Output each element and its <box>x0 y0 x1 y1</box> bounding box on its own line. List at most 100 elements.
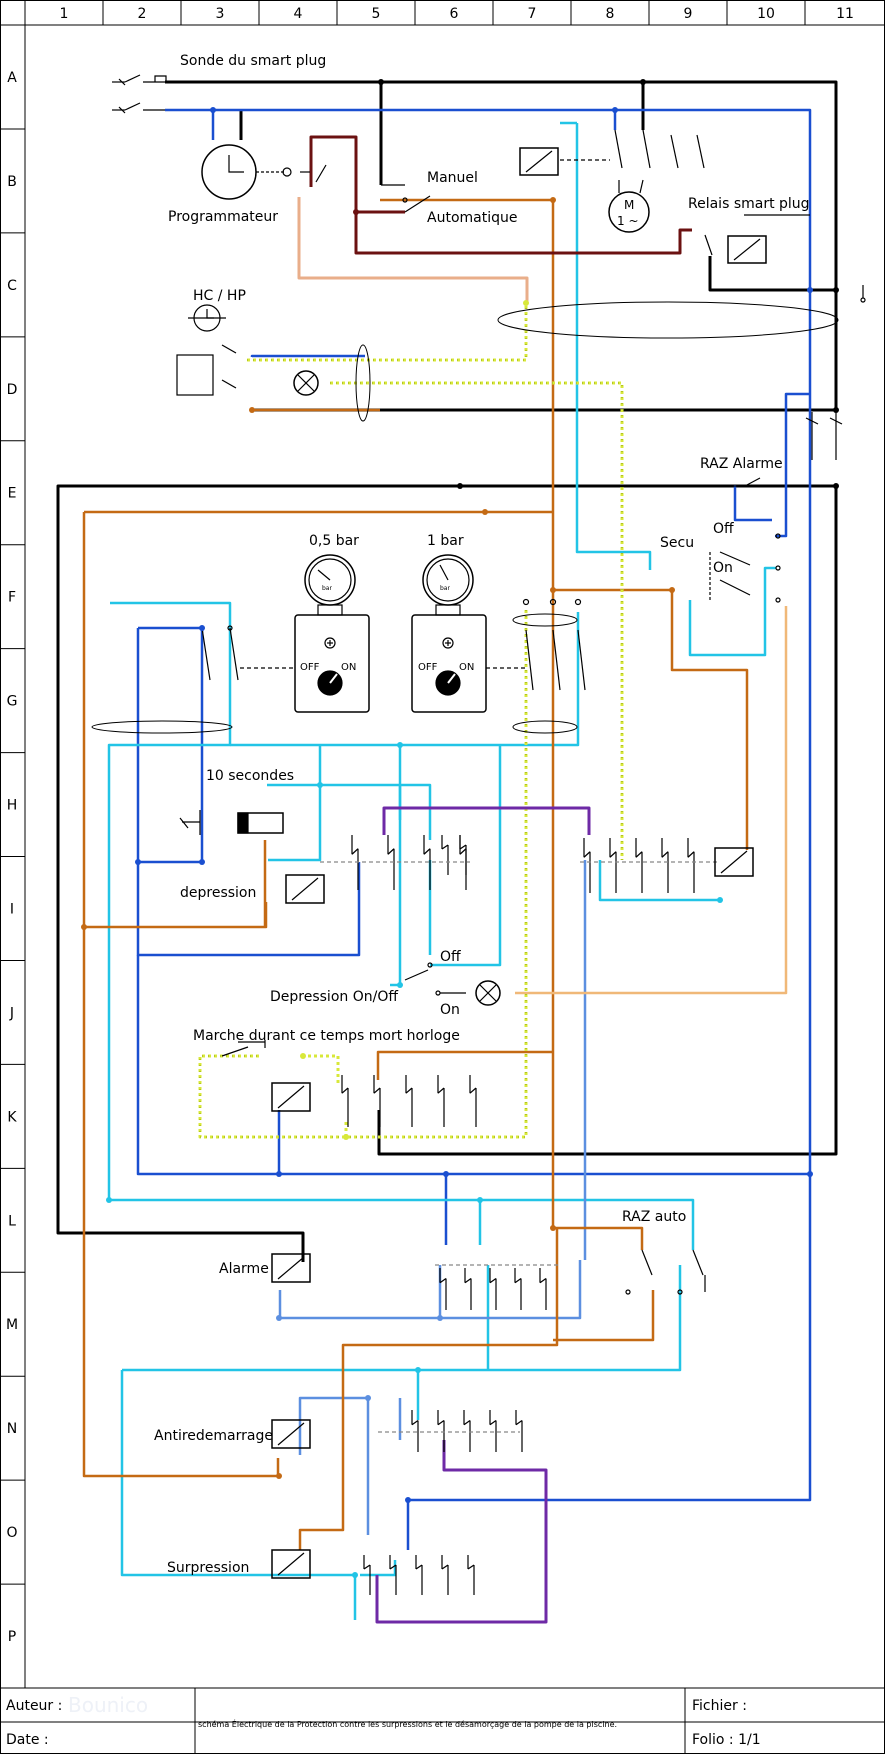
on-top-label: On <box>713 560 733 576</box>
column-label: 7 <box>528 6 537 22</box>
row-label: G <box>7 694 18 710</box>
marche-switch <box>221 1040 266 1057</box>
secu-label: Secu <box>660 535 694 551</box>
column-label: 10 <box>757 6 775 22</box>
row-label: A <box>7 70 17 86</box>
depression-coil-icon <box>285 874 325 904</box>
column-label: 4 <box>294 6 303 22</box>
raz-alarme-button <box>725 285 866 487</box>
yellow-green-dots <box>199 303 623 1138</box>
folio-label: Folio : 1/1 <box>692 1732 761 1748</box>
column-label: 9 <box>684 6 693 22</box>
programmateur-clock-icon <box>201 144 310 200</box>
brown-wires <box>309 135 692 255</box>
cable-bundle-ellipses <box>91 301 839 734</box>
manuel-automatique-switch <box>315 164 431 213</box>
row-label: P <box>8 1629 16 1645</box>
supply-terminals <box>112 74 167 114</box>
mechanical-links <box>320 861 720 1433</box>
raz-auto-switch <box>625 1249 706 1295</box>
gauge-05-unit: bar <box>322 585 332 592</box>
text-labels: Sonde du smart plug Manuel Automatique P… <box>154 53 810 1576</box>
hc-hp-clock-icon <box>176 304 237 396</box>
motor-contacts <box>608 129 705 233</box>
delay-timer-icon <box>179 810 284 835</box>
column-label: 2 <box>138 6 147 22</box>
column-label: 11 <box>836 6 854 22</box>
depression-onoff-switch <box>404 962 466 996</box>
fichier-label: Fichier : <box>692 1698 747 1714</box>
secu-switch <box>709 533 781 603</box>
column-label: 1 <box>60 6 69 22</box>
right-disconnector <box>522 598 586 691</box>
row-label: D <box>7 382 18 398</box>
title-block: Auteur : Bounico Date : schéma Électriqu… <box>6 1693 761 1748</box>
junction-dots <box>81 79 839 1578</box>
alarme-coil-icon <box>271 1253 311 1283</box>
antiredemarrage-coil-icon <box>271 1419 311 1449</box>
row-label: J <box>9 1005 14 1021</box>
sonde-label: Sonde du smart plug <box>180 53 326 69</box>
marche-label: Marche durant ce temps mort horloge <box>193 1028 460 1044</box>
auteur-label: Auteur : <box>6 1698 62 1714</box>
marche-coil-icon <box>271 1082 311 1112</box>
row-label: O <box>6 1525 17 1541</box>
gauge-1-label: 1 bar <box>427 533 464 549</box>
manuel-label: Manuel <box>427 170 478 186</box>
top-contactor-coil-icon <box>519 147 610 176</box>
gauge-1-unit: bar <box>440 585 450 592</box>
row-label: K <box>7 1109 17 1125</box>
motor-phase-label: 1 ~ <box>617 214 639 228</box>
row-label: F <box>8 590 16 606</box>
row-label: L <box>8 1213 16 1229</box>
motor-m-label: M <box>624 198 634 212</box>
gauge-1-bar-icon <box>411 554 487 713</box>
column-label: 5 <box>372 6 381 22</box>
alarme-label: Alarme <box>219 1261 269 1277</box>
off-top-label: Off <box>713 521 734 537</box>
components <box>91 74 866 1595</box>
contact-banks <box>341 835 695 1595</box>
raz-alarme-label: RAZ Alarme <box>700 456 783 472</box>
automatique-label: Automatique <box>427 210 517 226</box>
gauge-05-label: 0,5 bar <box>309 533 359 549</box>
date-label: Date : <box>6 1732 49 1748</box>
row-label: H <box>7 798 18 814</box>
top-indicator-lamp-icon <box>293 370 319 396</box>
gauge-05-on-label: ON <box>341 662 356 673</box>
salmon-wires <box>297 197 529 303</box>
column-label: 8 <box>606 6 615 22</box>
raz-auto-label: RAZ auto <box>622 1209 686 1225</box>
off-depression-label: Off <box>440 949 461 965</box>
peach-wires <box>515 606 788 995</box>
on-depression-label: On <box>440 1002 460 1018</box>
row-label: C <box>7 278 17 294</box>
gauge-05-off-label: OFF <box>300 662 320 673</box>
row-label: I <box>10 901 14 917</box>
row-label: B <box>7 174 17 190</box>
row-label: E <box>8 486 17 502</box>
programmateur-label: Programmateur <box>168 209 278 225</box>
purple-wires <box>375 806 591 1624</box>
description-text: schéma Électrique de la Protection contr… <box>198 1718 617 1729</box>
auteur-value: Bounico <box>68 1693 148 1717</box>
column-label: 3 <box>216 6 225 22</box>
depression-lamp-icon <box>475 980 501 1006</box>
depression-label: depression <box>180 885 256 901</box>
relais-smart-plug-label: Relais smart plug <box>688 196 810 212</box>
sky-blue-wires <box>278 860 587 1535</box>
relais-smart-plug-coil-icon <box>704 214 810 264</box>
gauge-1-off-label: OFF <box>418 662 438 673</box>
row-label: N <box>7 1421 17 1437</box>
hc-hp-label: HC / HP <box>193 288 246 304</box>
ten-seconds-label: 10 secondes <box>206 768 294 784</box>
depression-onoff-label: Depression On/Off <box>270 989 398 1005</box>
surpression-coil-icon <box>271 1549 311 1579</box>
secu-coil-icon <box>714 847 754 877</box>
surpression-label: Surpression <box>167 1560 249 1576</box>
column-header: 1 2 3 4 5 6 7 8 9 10 11 <box>60 0 854 25</box>
column-label: 6 <box>450 6 459 22</box>
